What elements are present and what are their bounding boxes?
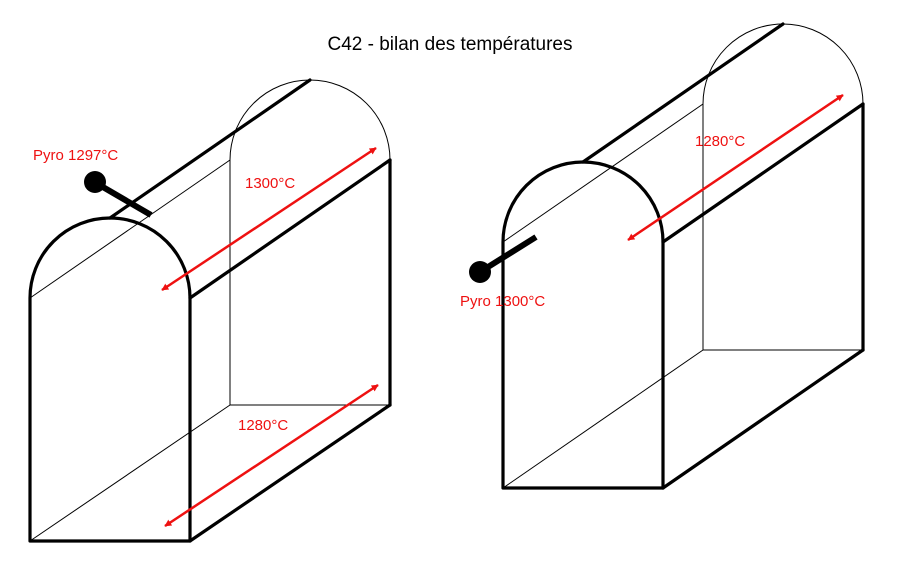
right-vault: Pyro 1300°C 1280°C — [460, 22, 865, 490]
left-vault-inner-line-top — [29, 159, 231, 299]
right-pyrometer-probe — [478, 234, 538, 275]
left-upper-arrow — [161, 146, 377, 292]
left-pyrometer-head-icon — [84, 171, 106, 193]
left-vault-inner-line-bottom — [29, 404, 231, 542]
left-pyrometer — [84, 171, 153, 218]
right-vault-floor-edge — [661, 348, 865, 490]
right-pyrometer — [469, 234, 538, 283]
left-pyro-label: Pyro 1297°C — [33, 147, 118, 164]
left-vault-crown-edge — [108, 78, 312, 220]
right-upper-temp-label: 1280°C — [695, 133, 745, 150]
right-pyro-label: Pyro 1300°C — [460, 293, 545, 310]
right-vault-inner-line-top — [502, 103, 704, 243]
left-lower-temp-label: 1280°C — [238, 417, 288, 434]
left-upper-temp-label: 1300°C — [245, 175, 295, 192]
right-vault-shoulder-edge — [661, 102, 865, 244]
left-vault-back-face — [229, 79, 391, 405]
left-pyrometer-probe — [94, 180, 153, 218]
left-vault-floor-edge — [188, 403, 392, 543]
diagram-title: C42 - bilan des températures — [327, 34, 572, 55]
right-vault-crown-edge — [581, 22, 785, 164]
right-vault-inner-line-bottom — [502, 349, 704, 489]
right-vault-back-face — [702, 23, 864, 350]
right-pyrometer-head-icon — [469, 261, 491, 283]
left-vault-front-face — [28, 216, 192, 543]
right-upper-arrow — [627, 93, 844, 242]
left-lower-arrow — [164, 383, 379, 528]
left-vault: Pyro 1297°C 1300°C 1280°C — [28, 78, 392, 543]
right-vault-front-face — [501, 160, 665, 490]
